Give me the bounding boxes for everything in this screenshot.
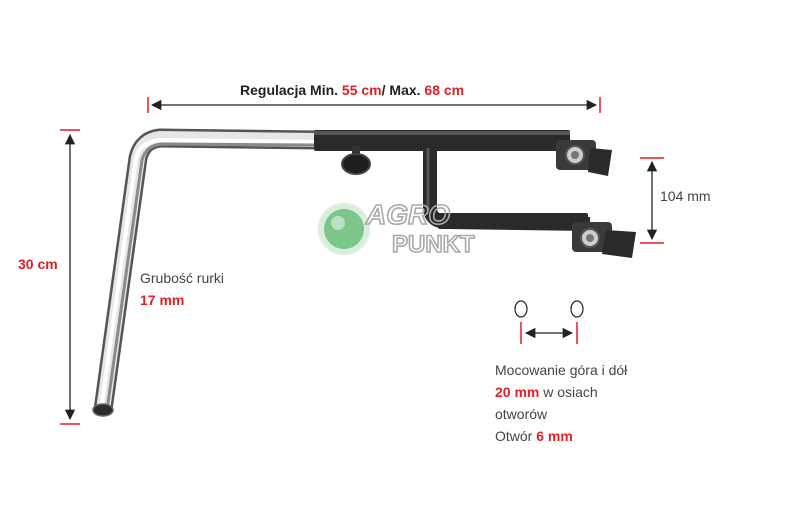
logo-text-agro: AGRO [365, 199, 450, 230]
right-dimension-line [640, 157, 664, 244]
hole-value: 6 mm [536, 428, 573, 444]
top-dimension-line [147, 97, 601, 113]
hole-prefix: Otwór [495, 428, 537, 444]
adjustment-min: 55 cm [341, 82, 382, 98]
height-label: 30 cm [18, 256, 58, 272]
tube-thickness-value: 17 mm [140, 292, 185, 308]
logo-text-punkt: PUNKT [392, 231, 475, 258]
tube-end [92, 403, 114, 417]
mounting-line-2: 20 mm w osiach [495, 382, 598, 402]
adjustment-max: 68 cm [424, 82, 465, 98]
left-dimension-line [60, 129, 80, 425]
mounting-spacing-value: 20 mm [495, 384, 540, 400]
mount-spacing-label: 104 mm [660, 188, 711, 204]
chrome-tube [92, 128, 319, 417]
mounting-holes [514, 300, 584, 344]
adjustment-middle: / Max. [381, 82, 425, 98]
mounting-line-4: Otwór 6 mm [495, 426, 573, 446]
agropunkt-logo: AGRO PUNKT [318, 198, 476, 259]
adjustment-label: Regulacja Min. 55 cm/ Max. 68 cm [240, 80, 464, 100]
adjust-knob [341, 153, 371, 175]
mounting-line-3: otworów [495, 406, 548, 422]
adjustment-prefix: Regulacja Min. [240, 82, 342, 98]
tube-thickness-label: Grubość rurki [140, 270, 225, 286]
mounting-line-1: Mocowanie góra i dół [495, 362, 628, 378]
black-bracket [314, 130, 636, 258]
mounting-spacing-suffix: w osiach [539, 384, 598, 400]
